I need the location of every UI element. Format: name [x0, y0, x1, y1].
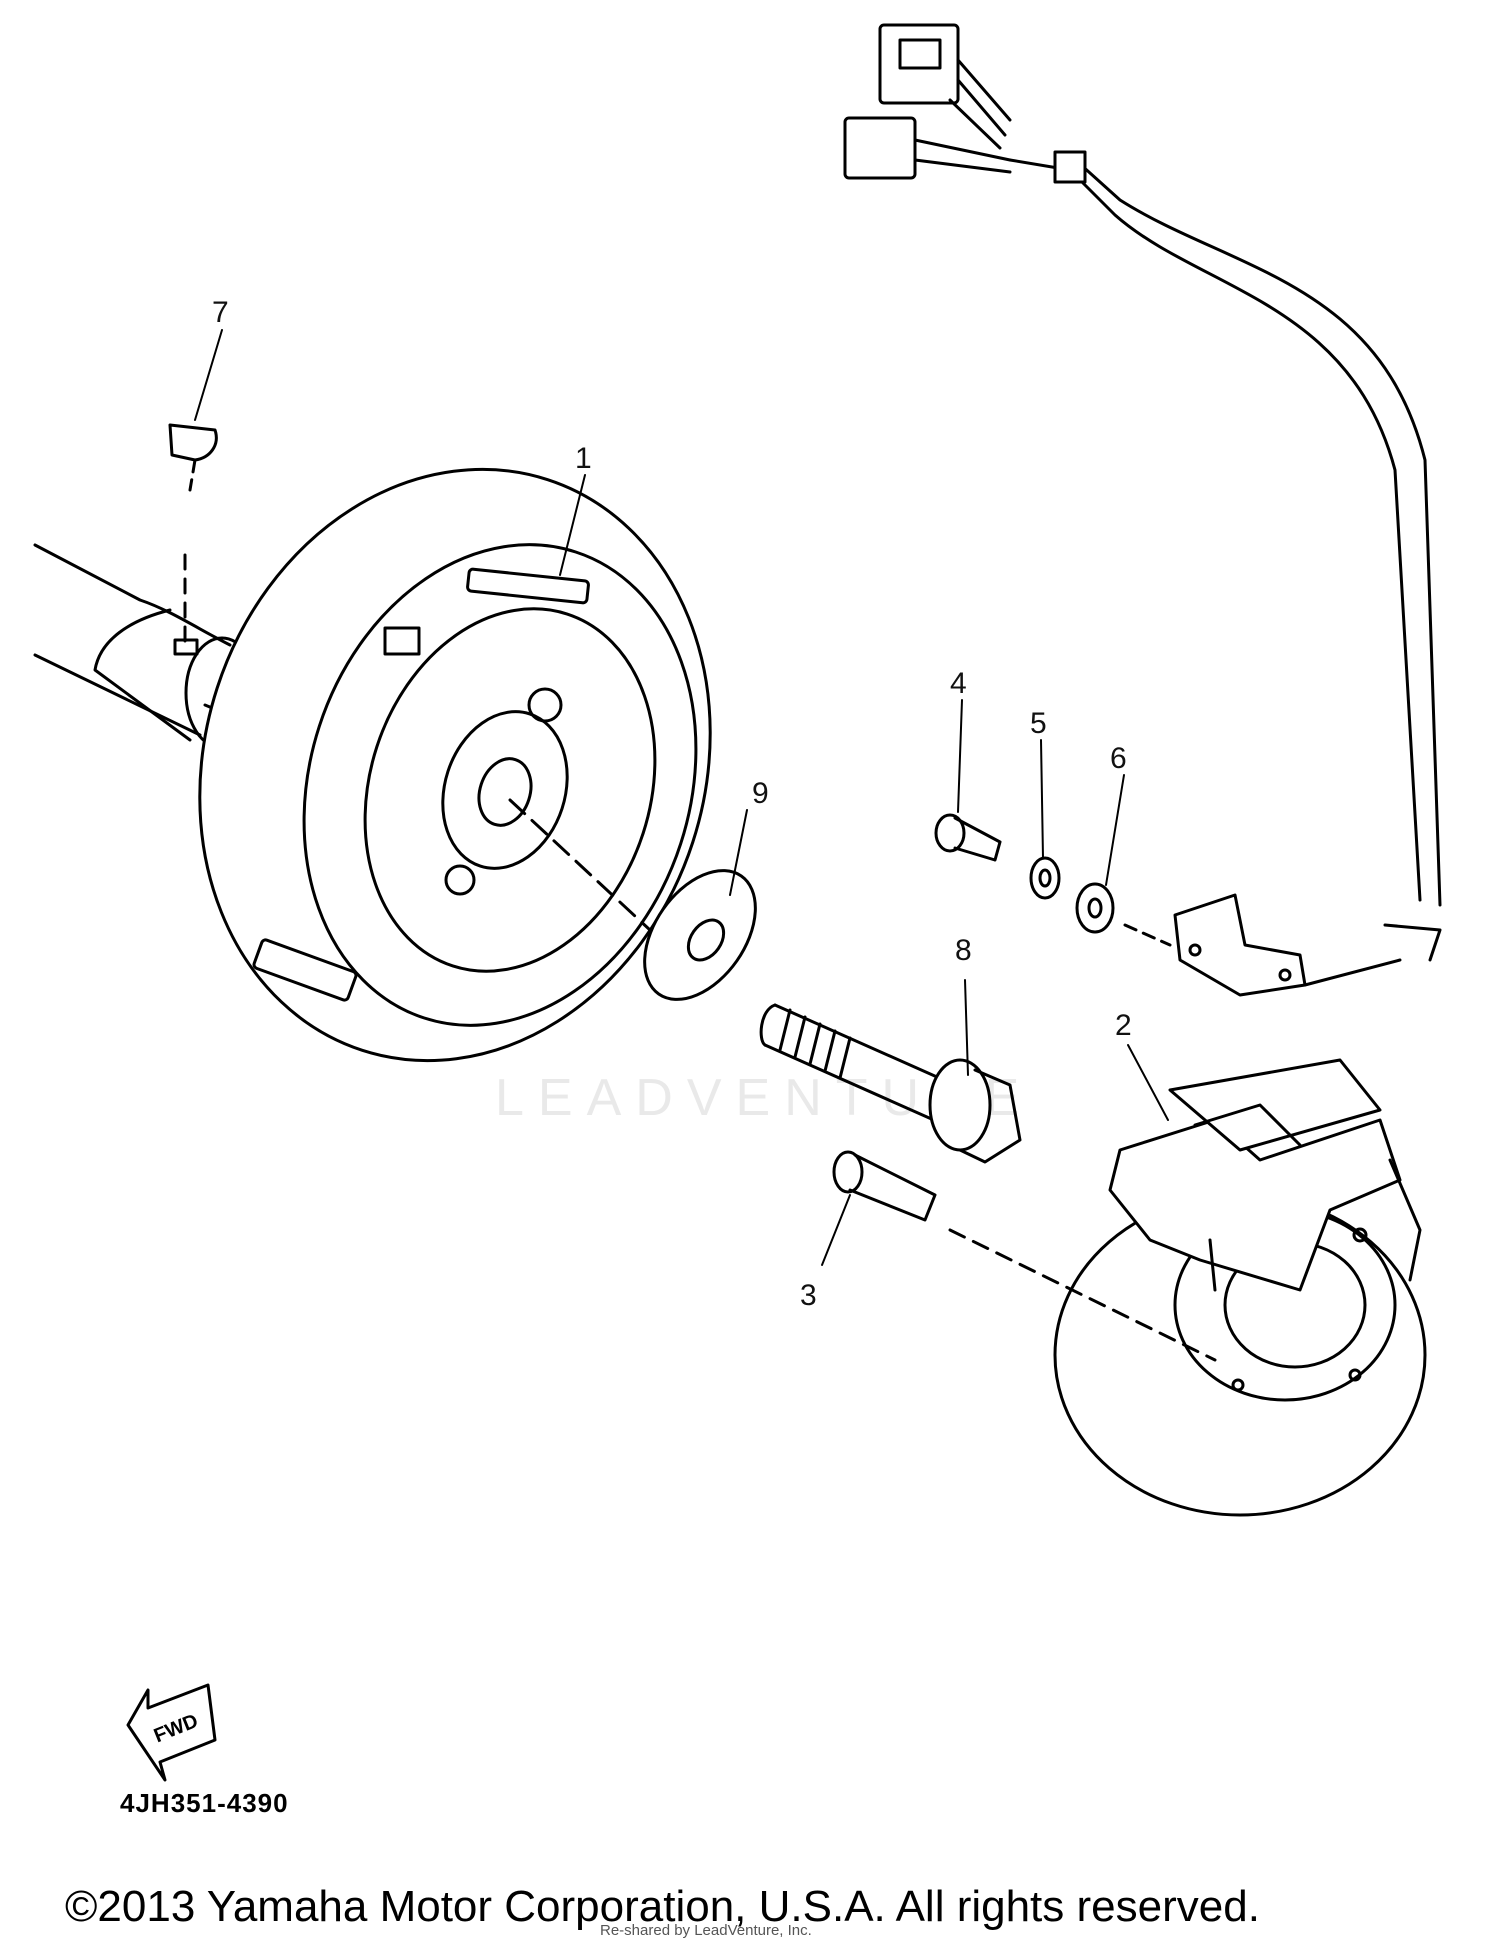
- leader-lines: [194, 329, 1169, 1266]
- callout-7: 7: [212, 296, 229, 329]
- rotor-flywheel: [198, 467, 712, 1063]
- plain-washer: [1075, 882, 1172, 947]
- callout-1: 1: [575, 442, 592, 475]
- woodruff-key: [168, 423, 218, 492]
- copyright-notice: ©2013 Yamaha Motor Corporation, U.S.A. A…: [65, 1882, 1260, 1931]
- bolt: [759, 1003, 1022, 1164]
- fwd-arrow-icon: [126, 1683, 217, 1782]
- callout-6: 6: [1110, 742, 1127, 775]
- callout-5: 5: [1030, 707, 1047, 740]
- callout-4: 4: [950, 667, 967, 700]
- pickup-bracket: [1173, 893, 1442, 997]
- stator-assembly: [1053, 1058, 1427, 1517]
- callout-8: 8: [955, 934, 972, 967]
- diagram-code: 4JH351-4390: [120, 1788, 289, 1818]
- callout-2: 2: [1115, 1009, 1132, 1042]
- callout-3: 3: [800, 1279, 817, 1312]
- lock-washer: [1029, 856, 1061, 900]
- screw: [934, 813, 1002, 862]
- stator-screw: [832, 1150, 1217, 1362]
- wire-harness: [843, 23, 1442, 907]
- washer: [643, 869, 757, 1001]
- callout-9: 9: [752, 777, 769, 810]
- rights-note: Re-shared by LeadVenture, Inc.: [600, 1922, 812, 1939]
